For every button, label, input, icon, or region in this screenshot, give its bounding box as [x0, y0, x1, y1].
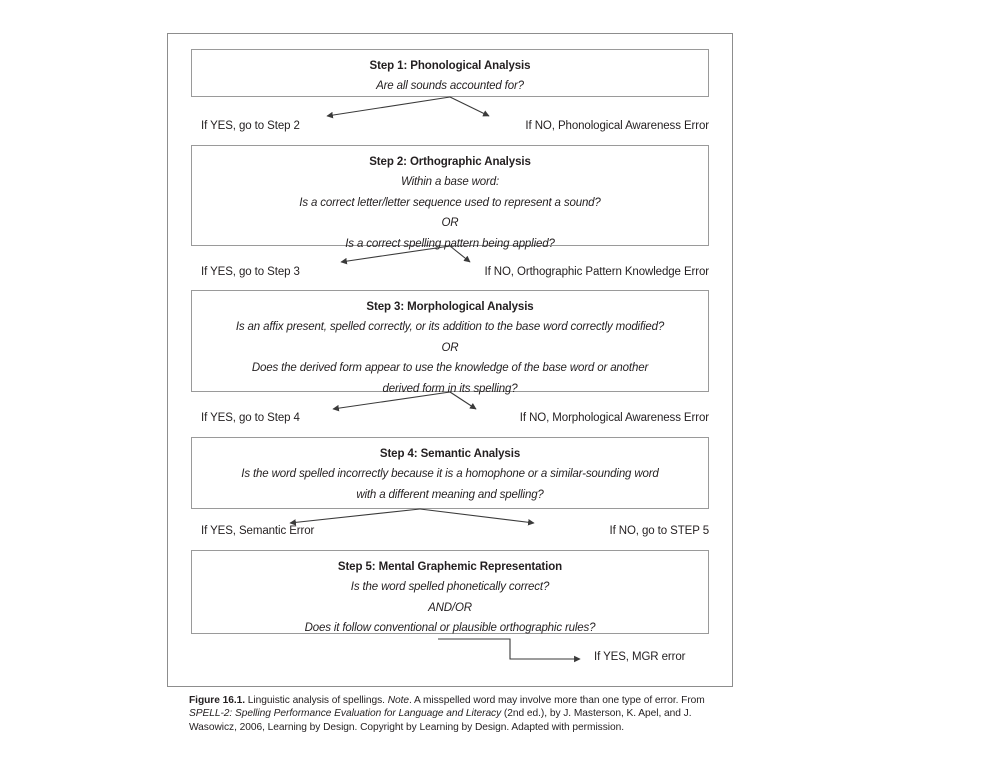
step-1-line-1: Are all sounds accounted for? — [376, 80, 524, 92]
step-box-2: Step 2: Orthographic Analysis Within a b… — [191, 145, 709, 250]
step-4-title: Step 4: Semantic Analysis — [379, 448, 521, 460]
branch-4-yes-label: If YES, Semantic Error — [201, 525, 315, 537]
branch-2-no-label: If NO, Orthographic Pattern Knowledge Er… — [484, 266, 709, 278]
step-5-title: Step 5: Mental Graphemic Representation — [337, 561, 563, 573]
step-3-line-1: Is an affix present, spelled correctly, … — [235, 321, 665, 333]
step-2-line-4: Is a correct spelling pattern being appl… — [345, 237, 555, 250]
step-3-line-3: Does the derived form appear to use the … — [251, 362, 649, 374]
caption-part-2: . A misspelled word may involve more tha… — [409, 695, 705, 706]
step-3-title: Step 3: Morphological Analysis — [366, 301, 534, 313]
branch-2-yes-label: If YES, go to Step 3 — [201, 266, 300, 278]
caption-part-3: (2nd ed.), by J. Masterson, K. Apel, and… — [189, 708, 692, 733]
branch-3-no-label: If NO, Morphological Awareness Error — [519, 412, 709, 424]
caption-part-1: Linguistic analysis of spellings. — [245, 695, 388, 706]
step-5-line-2: AND/OR — [428, 601, 472, 614]
step-box-1: Step 1: Phonological Analysis Are all so… — [191, 49, 709, 97]
branch-row-1: If YES, go to Step 2 If NO, Phonological… — [191, 120, 709, 136]
caption-source-title: SPELL-2: Spelling Performance Evaluation… — [189, 708, 502, 720]
step-3-line-4: derived form in its spelling? — [382, 382, 518, 395]
step-5-line-1: Is the word spelled phonetically correct… — [350, 581, 550, 593]
branch-4-no-label: If NO, go to STEP 5 — [609, 525, 709, 537]
step-2-line-3: OR — [441, 217, 459, 229]
caption-note-label: Note — [387, 695, 410, 706]
step-2-line-1: Within a base word: — [400, 176, 500, 188]
step-1-title: Step 1: Phonological Analysis — [369, 60, 531, 72]
step-box-5: Step 5: Mental Graphemic Representation … — [191, 550, 709, 634]
step-box-3: Step 3: Morphological Analysis Is an aff… — [191, 290, 709, 395]
branch-3-yes-label: If YES, go to Step 4 — [201, 412, 300, 424]
figure-caption: Figure 16.1. Linguistic analysis of spel… — [189, 694, 739, 734]
branch-row-4: If YES, Semantic Error If NO, go to STEP… — [191, 525, 709, 541]
branch-row-2: If YES, go to Step 3 If NO, Orthographic… — [191, 266, 709, 282]
step-4-line-2: with a different meaning and spelling? — [356, 488, 544, 501]
branch-row-3: If YES, go to Step 4 If NO, Morphologica… — [191, 412, 709, 428]
mgr-error-label: If YES, MGR error — [594, 651, 686, 663]
step-4-line-1: Is the word spelled incorrectly because … — [241, 468, 659, 480]
step-2-title: Step 2: Orthographic Analysis — [369, 156, 531, 168]
step-3-line-2: OR — [441, 341, 459, 354]
step-2-line-2: Is a correct letter/letter sequence used… — [299, 196, 601, 209]
caption-figure-number: Figure 16.1. — [189, 695, 246, 706]
branch-1-no-label: If NO, Phonological Awareness Error — [525, 120, 709, 132]
step-box-4: Step 4: Semantic Analysis Is the word sp… — [191, 437, 709, 509]
branch-1-yes-label: If YES, go to Step 2 — [201, 120, 300, 132]
step-5-line-3: Does it follow conventional or plausible… — [304, 622, 596, 634]
